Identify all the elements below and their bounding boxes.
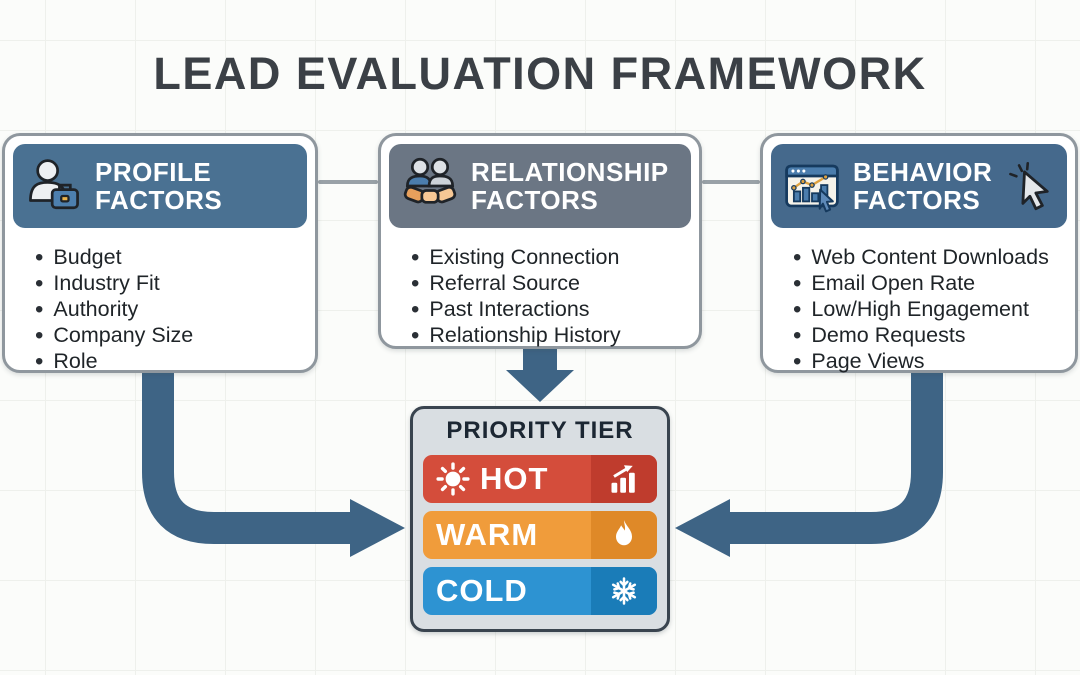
flame-icon: [591, 511, 657, 559]
analytics-window-icon: [783, 157, 841, 215]
list-item: Low/High Engagement: [793, 296, 1065, 322]
connector-line-left: [318, 180, 378, 184]
list-item: Budget: [35, 244, 305, 270]
tier-label-cold: COLD: [436, 573, 528, 608]
relationship-factor-list: Existing Connection Referral Source Past…: [381, 236, 699, 348]
list-item: Referral Source: [411, 270, 689, 296]
factor-card-relationship: RELATIONSHIP FACTORS Existing Connection…: [378, 133, 702, 349]
flow-arrow-right: [675, 371, 943, 557]
connector-line-right: [702, 180, 760, 184]
profile-card-header: PROFILE FACTORS: [13, 144, 307, 228]
behavior-card-header: BEHAVIOR FACTORS: [771, 144, 1067, 228]
list-item: Role: [35, 348, 305, 374]
list-item: Email Open Rate: [793, 270, 1065, 296]
behavior-card-title: BEHAVIOR FACTORS: [853, 156, 993, 215]
tier-bar-warm: WARM: [423, 511, 657, 559]
list-item: Existing Connection: [411, 244, 689, 270]
tier-label-warm: WARM: [436, 517, 539, 552]
sun-icon: [436, 462, 470, 496]
page-title: LEAD EVALUATION FRAMEWORK: [153, 48, 927, 99]
profile-factor-list: Budget Industry Fit Authority Company Si…: [5, 236, 315, 374]
relationship-card-header: RELATIONSHIP FACTORS: [389, 144, 691, 228]
list-item: Web Content Downloads: [793, 244, 1065, 270]
cursor-click-icon: [1005, 160, 1057, 212]
priority-tier-box: PRIORITY TIER HOT: [410, 406, 670, 632]
list-item: Industry Fit: [35, 270, 305, 296]
flow-arrow-down: [506, 349, 574, 402]
list-item: Authority: [35, 296, 305, 322]
priority-tier-title: PRIORITY TIER: [446, 417, 634, 444]
factor-card-behavior: BEHAVIOR FACTORS Web Content Downloads E…: [760, 133, 1078, 373]
flow-arrow-left: [142, 371, 405, 557]
list-item: Demo Requests: [793, 322, 1065, 348]
profile-card-title: PROFILE FACTORS: [95, 156, 223, 215]
growth-chart-icon: [591, 455, 657, 503]
list-item: Past Interactions: [411, 296, 689, 322]
snowflake-icon: [591, 567, 657, 615]
handshake-icon: [401, 157, 459, 215]
factor-card-profile: PROFILE FACTORS Budget Industry Fit Auth…: [2, 133, 318, 373]
tier-bar-hot: HOT: [423, 455, 657, 503]
person-briefcase-icon: [25, 157, 83, 215]
behavior-factor-list: Web Content Downloads Email Open Rate Lo…: [763, 236, 1075, 374]
tier-label-hot: HOT: [480, 461, 549, 496]
list-item: Page Views: [793, 348, 1065, 374]
tier-bar-cold: COLD: [423, 567, 657, 615]
list-item: Relationship History: [411, 322, 689, 348]
relationship-card-title: RELATIONSHIP FACTORS: [471, 156, 669, 215]
list-item: Company Size: [35, 322, 305, 348]
